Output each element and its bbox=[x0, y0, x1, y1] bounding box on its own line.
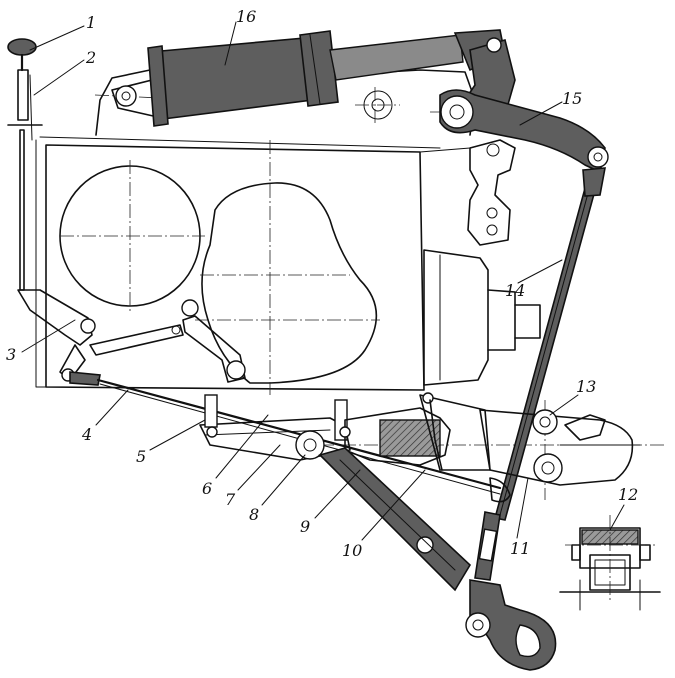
leader-lines bbox=[21, 21, 625, 541]
callout-5: 5 bbox=[136, 447, 146, 466]
push-rod bbox=[69, 371, 511, 503]
callout-1: 1 bbox=[86, 13, 96, 32]
callout-14: 14 bbox=[505, 281, 525, 300]
bell-lever bbox=[17, 289, 96, 382]
control-handle bbox=[7, 38, 43, 291]
callout-15: 15 bbox=[562, 89, 582, 108]
callout-11: 11 bbox=[510, 539, 530, 558]
callout-7: 7 bbox=[225, 490, 236, 509]
callout-16: 16 bbox=[236, 7, 256, 26]
lift-arm bbox=[439, 89, 609, 174]
callout-13: 13 bbox=[576, 377, 596, 396]
coupler-hook bbox=[479, 409, 641, 486]
section-detail bbox=[559, 515, 661, 611]
inner-cam-lever bbox=[89, 299, 246, 383]
callout-6: 6 bbox=[202, 479, 212, 498]
hitch-hook bbox=[465, 511, 557, 671]
callout-12: 12 bbox=[618, 485, 638, 504]
lift-rod bbox=[494, 167, 606, 521]
callout-4: 4 bbox=[81, 425, 92, 444]
callout-10: 10 bbox=[342, 541, 362, 560]
draft-link bbox=[318, 447, 472, 592]
callout-9: 9 bbox=[300, 517, 310, 536]
callout-2: 2 bbox=[85, 48, 96, 67]
callout-3: 3 bbox=[6, 345, 16, 364]
callout-8: 8 bbox=[249, 505, 259, 524]
callout-labels: 1 2 3 4 5 6 7 8 9 10 11 12 13 14 15 16 bbox=[6, 7, 638, 560]
lower-linkage bbox=[199, 392, 491, 471]
